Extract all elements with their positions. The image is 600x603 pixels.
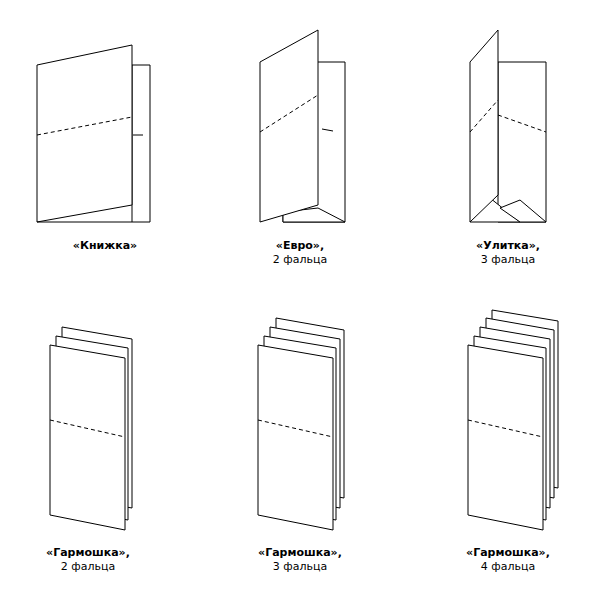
fold-name: «Евро», (215, 239, 385, 253)
accordion-3-folds (258, 318, 344, 530)
fold-count: 4 фальца (423, 560, 593, 574)
fold-count: 2 фальца (215, 253, 385, 267)
fold-name: «Гармошка», (215, 546, 385, 560)
fold-count: 2 фальца (3, 560, 173, 574)
accordion-4-folds (468, 310, 558, 530)
fold-name: «Книжка» (20, 239, 190, 253)
fold-name: «Улитка», (423, 239, 593, 253)
euro-fold (260, 30, 345, 222)
accordion-2-folds (50, 327, 132, 530)
book-fold (37, 45, 150, 222)
fold-count: 3 фальца (423, 253, 593, 267)
snail-fold (470, 30, 546, 222)
fold-name: «Гармошка», (423, 546, 593, 560)
fold-name: «Гармошка», (3, 546, 173, 560)
fold-count: 3 фальца (215, 560, 385, 574)
